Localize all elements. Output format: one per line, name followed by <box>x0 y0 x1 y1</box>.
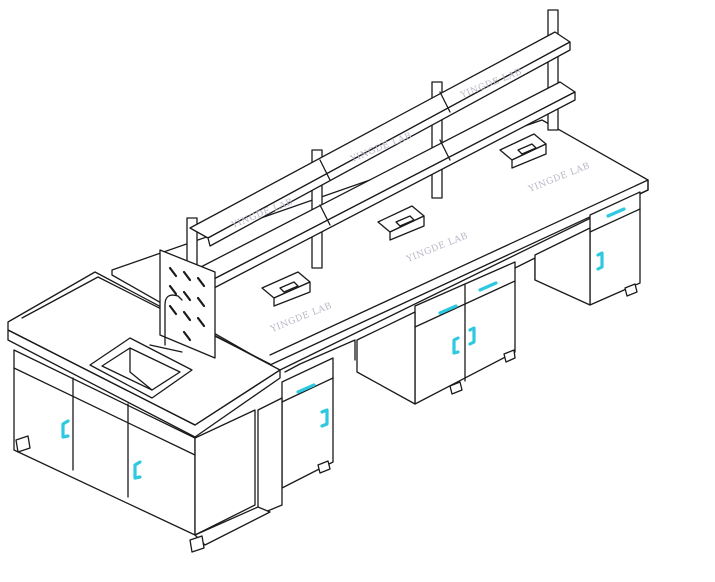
handle <box>478 281 498 292</box>
handle <box>452 336 460 355</box>
socket-boxes <box>261 133 547 307</box>
handle <box>596 251 604 271</box>
cabinet-handles <box>61 207 626 480</box>
faucet <box>164 294 183 346</box>
handle <box>438 304 458 315</box>
right-cabinet <box>534 191 641 306</box>
main-bench <box>111 119 649 373</box>
reagent-shelves <box>189 31 576 289</box>
handle <box>606 207 626 218</box>
sink-bench <box>7 249 283 553</box>
handle <box>320 408 329 428</box>
handle <box>468 326 476 346</box>
middle-cabinet <box>356 261 516 405</box>
sink-basin <box>89 337 193 399</box>
handle <box>61 419 70 439</box>
handle <box>296 383 316 394</box>
handle <box>133 460 142 480</box>
pegboard-rack <box>159 249 216 359</box>
